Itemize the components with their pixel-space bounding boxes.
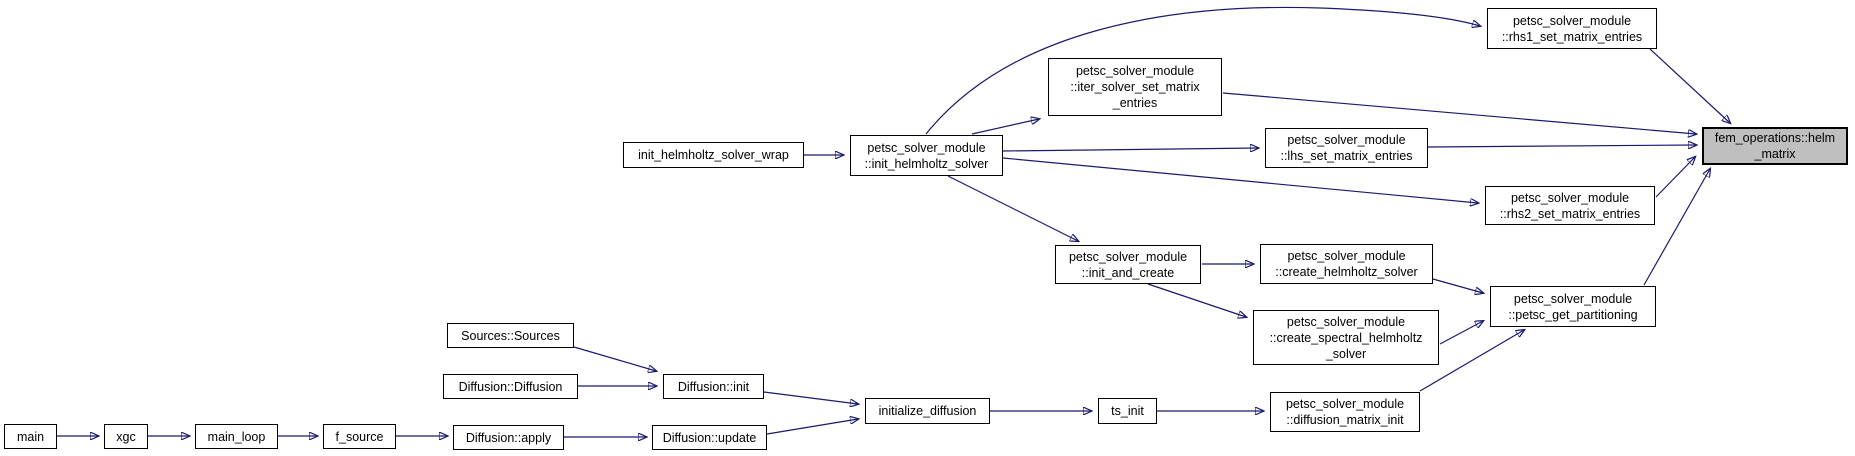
node-petsc-get-partitioning[interactable]: petsc_solver_module ::petsc_get_partitio…: [1490, 286, 1656, 327]
node-xgc[interactable]: xgc: [104, 424, 148, 449]
node-sources-sources[interactable]: Sources::Sources: [447, 323, 574, 348]
node-rhs2-set-matrix-entries[interactable]: petsc_solver_module ::rhs2_set_matrix_en…: [1485, 186, 1655, 225]
edge-diffusion_matrix_init-petsc_get_partitioning: [1419, 330, 1524, 392]
node-init-helmholtz-solver[interactable]: petsc_solver_module ::init_helmholtz_sol…: [850, 135, 1003, 176]
node-initialize-diffusion[interactable]: initialize_diffusion: [865, 398, 990, 424]
edge-init_helmholtz_solver-rhs2_set_matrix_entries: [1002, 157, 1478, 203]
edge-init_helmholtz_solver-lhs_set_matrix_entries: [1002, 148, 1258, 151]
node-helm-matrix: fem_operations::helm _matrix: [1702, 127, 1848, 165]
node-main-loop[interactable]: main_loop: [195, 424, 278, 449]
edge-iter_solver_set_matrix_entries-helm_matrix: [1222, 92, 1696, 134]
node-lhs-set-matrix-entries[interactable]: petsc_solver_module ::lhs_set_matrix_ent…: [1265, 128, 1428, 168]
edge-sources_sources-diffusion_init: [573, 346, 656, 371]
edge-init_and_create-create_spectral_helmholtz_solver: [1147, 283, 1246, 317]
node-diffusion-apply[interactable]: Diffusion::apply: [453, 425, 564, 450]
edge-rhs2_set_matrix_entries-helm_matrix: [1655, 157, 1695, 198]
edge-diffusion_init-initialize_diffusion: [763, 391, 858, 404]
edge-create_spectral_helmholtz_solver-petsc_get_partitioning: [1439, 321, 1483, 345]
edge-init_helmholtz_solver-rhs1_set_matrix_entries: [925, 6, 1480, 135]
node-diffusion-matrix-init[interactable]: petsc_solver_module ::diffusion_matrix_i…: [1270, 392, 1420, 432]
node-ts-init[interactable]: ts_init: [1098, 398, 1157, 424]
node-create-helmholtz-solver[interactable]: petsc_solver_module ::create_helmholtz_s…: [1260, 244, 1433, 284]
node-diffusion-diffusion[interactable]: Diffusion::Diffusion: [443, 374, 578, 399]
edge-rhs1_set_matrix_entries-helm_matrix: [1649, 48, 1730, 123]
node-rhs1-set-matrix-entries[interactable]: petsc_solver_module ::rhs1_set_matrix_en…: [1487, 8, 1657, 49]
node-diffusion-init[interactable]: Diffusion::init: [663, 374, 764, 399]
edge-lhs_set_matrix_entries-helm_matrix: [1427, 145, 1696, 147]
node-f-source[interactable]: f_source: [323, 424, 396, 449]
node-iter-solver-set-matrix-entries[interactable]: petsc_solver_module ::iter_solver_set_ma…: [1048, 58, 1222, 116]
node-main[interactable]: main: [4, 424, 57, 449]
node-diffusion-update[interactable]: Diffusion::update: [652, 425, 767, 450]
edge-diffusion_update-initialize_diffusion: [766, 419, 858, 435]
edge-petsc_get_partitioning-helm_matrix: [1643, 169, 1710, 286]
edge-create_helmholtz_solver-petsc_get_partitioning: [1432, 278, 1483, 293]
node-init-helmholtz-solver-wrap[interactable]: init_helmholtz_solver_wrap: [623, 142, 804, 168]
edge-init_helmholtz_solver-init_and_create: [947, 175, 1078, 241]
node-init-and-create[interactable]: petsc_solver_module ::init_and_create: [1055, 245, 1201, 284]
node-create-spectral-helmholtz-solver[interactable]: petsc_solver_module ::create_spectral_he…: [1253, 310, 1439, 365]
edge-init_helmholtz_solver-iter_solver_set_matrix_entries: [971, 119, 1039, 135]
